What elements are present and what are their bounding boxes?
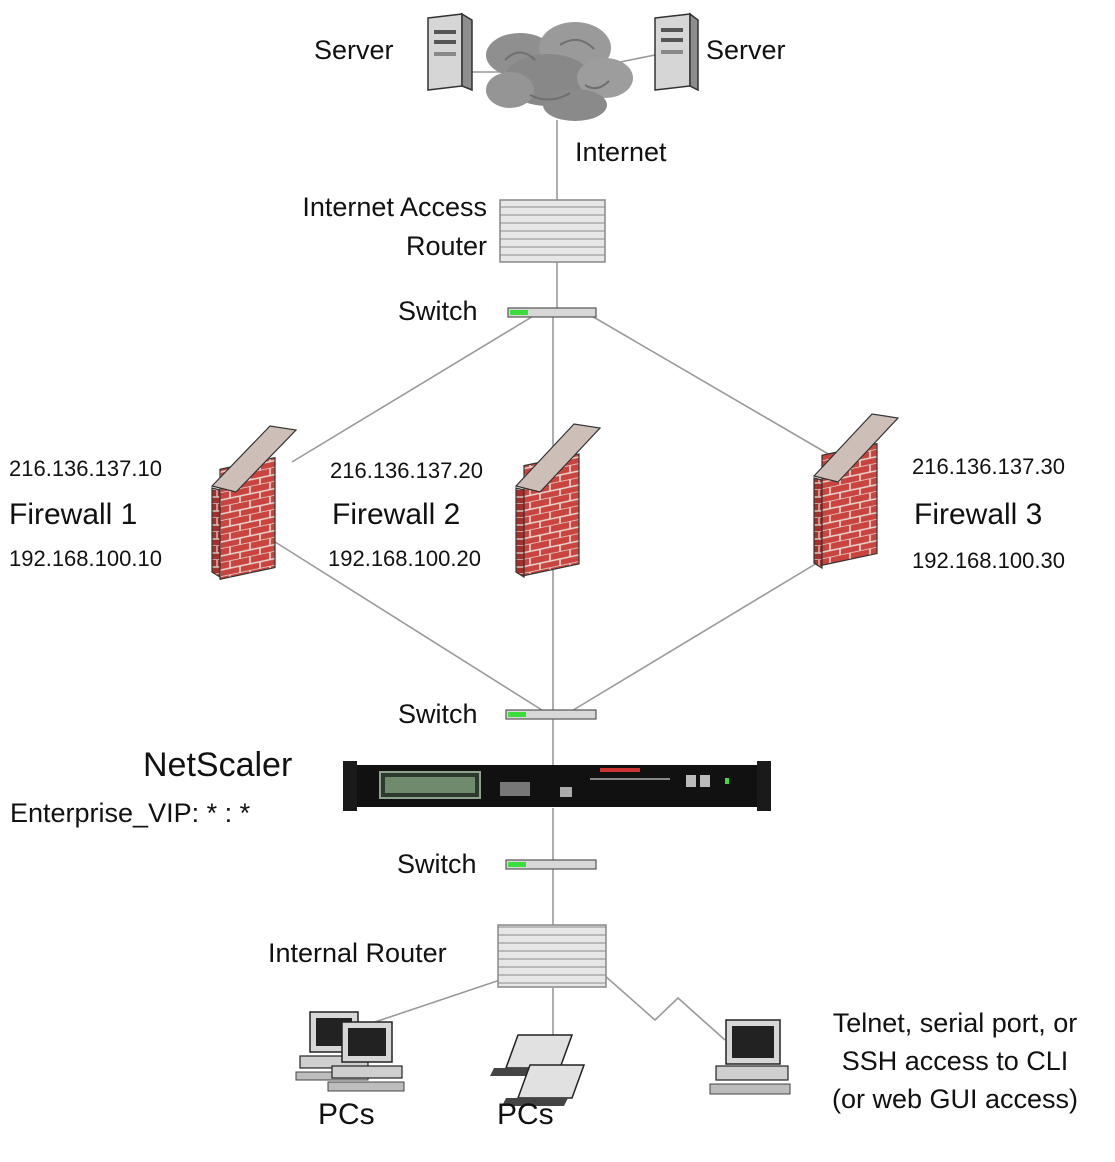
connection-lines: [271, 54, 843, 1041]
firewall-2-icon: [514, 423, 602, 579]
firewall-3-int-ip: 192.168.100.30: [912, 548, 1065, 573]
internal-router-icon: [497, 924, 607, 988]
access-note-line1: Telnet, serial port, or: [832, 1008, 1078, 1038]
firewall-1-int-ip: 192.168.100.10: [9, 546, 162, 571]
netscaler-vip-label: Enterprise_VIP: * : *: [10, 798, 251, 828]
firewall-3-ext-ip: 216.136.137.30: [912, 454, 1065, 479]
pcs-center-label: PCs: [497, 1098, 554, 1131]
router-label-line1: Internet Access: [302, 192, 487, 222]
pcs-center-icon: [490, 1034, 586, 1106]
firewall-2-ext-ip: 216.136.137.20: [330, 458, 483, 483]
internet-cloud: [486, 22, 633, 121]
link-fw1-switch: [271, 539, 546, 713]
link-switch-fw1: [291, 314, 536, 463]
internal-router-label: Internal Router: [268, 938, 447, 968]
firewall-1-name: Firewall 1: [9, 498, 138, 531]
link-switch-fw3: [589, 314, 843, 463]
link-router-serial: [603, 974, 726, 1041]
switch-mid-icon: [505, 709, 597, 720]
switch-bottom-icon: [505, 859, 597, 870]
internet-label: Internet: [575, 137, 667, 167]
access-note-line3: (or web GUI access): [831, 1084, 1079, 1114]
router-label-line2: Router: [405, 231, 487, 261]
switch-bottom-label: Switch: [397, 849, 477, 879]
switch-mid-label: Switch: [398, 699, 478, 729]
server-right-label: Server: [706, 35, 786, 65]
netscaler-title: NetScaler: [143, 746, 293, 784]
firewall-3-name: Firewall 3: [914, 498, 1043, 531]
firewall-2-name: Firewall 2: [332, 498, 461, 531]
router-icon: [499, 199, 606, 263]
switch-top-icon: [507, 307, 597, 318]
firewall-3-icon: [812, 413, 900, 570]
server-left-icon: [427, 12, 473, 92]
switch-top-label: Switch: [398, 296, 478, 326]
link-router-pcs-left: [374, 979, 501, 1023]
console-pc-icon: [709, 1019, 791, 1095]
netscaler-appliance-icon: [343, 761, 771, 811]
server-right-icon: [654, 12, 699, 92]
access-note-line2: SSH access to CLI: [841, 1046, 1069, 1076]
firewall-2-int-ip: 192.168.100.20: [328, 546, 481, 571]
server-left-label: Server: [314, 35, 394, 65]
firewall-1-ext-ip: 216.136.137.10: [9, 456, 162, 481]
link-fw3-switch: [569, 559, 823, 713]
firewall-1-icon: [210, 425, 298, 580]
pcs-left-icon: [295, 1011, 405, 1092]
pcs-left-label: PCs: [318, 1098, 375, 1131]
